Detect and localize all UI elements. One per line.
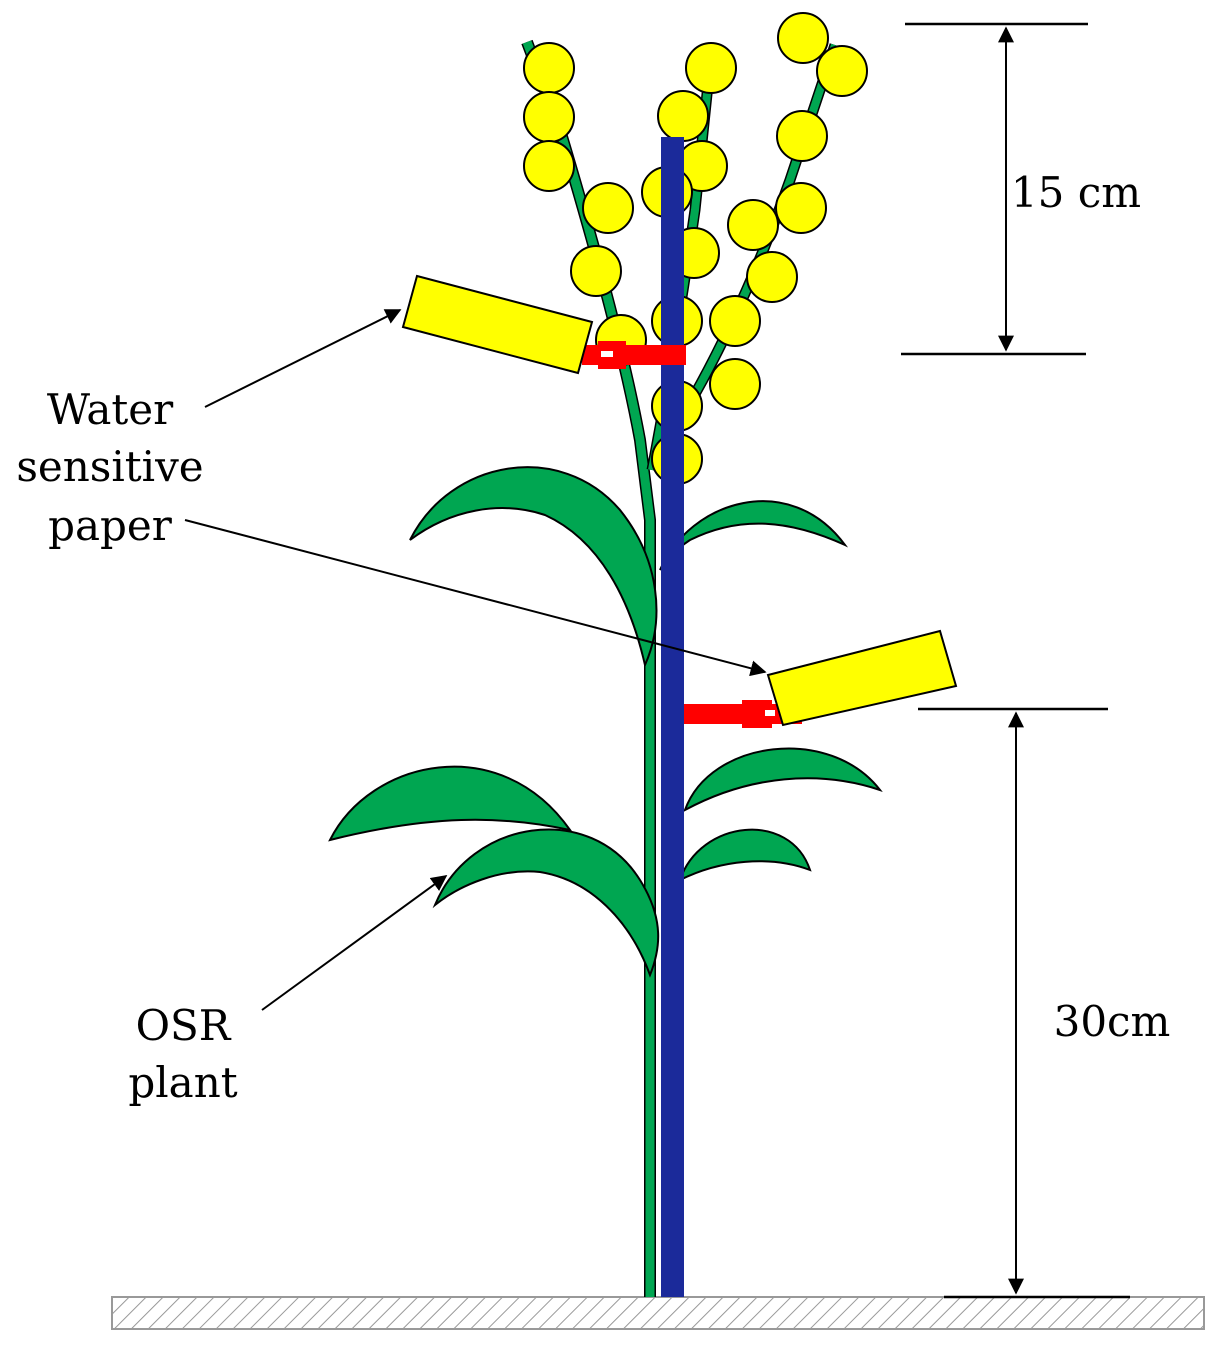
flower bbox=[523, 140, 575, 192]
flower bbox=[775, 182, 827, 234]
water-sensitive-paper-lower bbox=[766, 629, 958, 727]
label-sensitive: sensitive bbox=[16, 442, 203, 491]
label-osr: OSR bbox=[136, 1001, 232, 1050]
flower bbox=[816, 45, 868, 97]
clip-jaw-inner bbox=[765, 710, 775, 716]
dimension-15cm bbox=[901, 22, 1088, 356]
flower bbox=[685, 42, 737, 94]
flower bbox=[777, 12, 829, 64]
flower bbox=[727, 199, 779, 251]
flower bbox=[709, 358, 761, 410]
label-water: Water bbox=[47, 385, 174, 434]
leaves bbox=[328, 466, 883, 978]
flowers bbox=[523, 12, 868, 485]
flower bbox=[582, 182, 634, 234]
label-15cm: 15 cm bbox=[1011, 168, 1141, 217]
leaf-middle-right bbox=[683, 747, 883, 813]
water-sensitive-paper-upper bbox=[401, 274, 594, 375]
support-pole bbox=[661, 137, 684, 1297]
leaf-lower-left bbox=[434, 828, 660, 978]
flower bbox=[523, 42, 575, 94]
upper-paper-assembly bbox=[401, 274, 686, 375]
flower bbox=[523, 91, 575, 143]
label-plant: plant bbox=[128, 1058, 237, 1107]
leader-arrows bbox=[184, 309, 767, 1011]
leaf-upper-right bbox=[659, 500, 849, 571]
label-paper: paper bbox=[48, 501, 173, 550]
leaf-upper-left bbox=[409, 466, 658, 669]
flower bbox=[746, 251, 798, 303]
clip bbox=[582, 345, 686, 365]
label-30cm: 30cm bbox=[1054, 997, 1171, 1046]
dimension-30cm bbox=[918, 707, 1130, 1299]
flower bbox=[776, 110, 828, 162]
clip-jaw-inner bbox=[601, 351, 613, 357]
lower-paper-assembly bbox=[684, 629, 958, 728]
leaf-lower-right bbox=[678, 828, 812, 882]
flower bbox=[657, 90, 709, 142]
flower bbox=[709, 295, 761, 347]
flower bbox=[570, 245, 622, 297]
leaf-middle-left bbox=[328, 765, 573, 842]
ground bbox=[111, 1296, 1205, 1330]
